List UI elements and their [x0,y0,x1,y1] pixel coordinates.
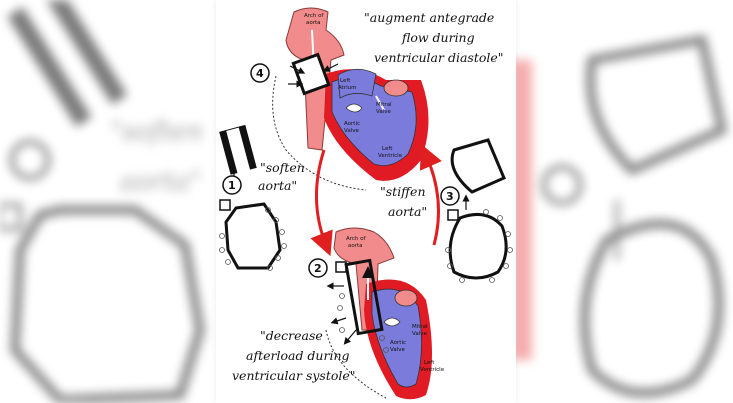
step-2-label-3: ventricular systole" [232,368,356,383]
arch-label-top-1: Arch of [304,13,325,19]
step-3-number: 3 [446,190,454,203]
step-3-circle [440,186,460,206]
mitral-label-bottom-1: Mitral [412,324,428,330]
step-1-label-2: aorta" [258,178,297,193]
stiff-segment-left [219,124,257,175]
arch-label-top-2: aorta [306,20,321,26]
cycle-arrow-left [310,149,333,257]
arch-label-bottom-2: aorta [348,243,363,249]
step-1-label-1: "soften [260,160,305,175]
ventricle-label-bottom-2: Ventricle [420,367,445,373]
stiff-aorta-ring [448,212,508,280]
step-3-label-2: aorta" [388,204,427,219]
stiffened-aorta-segment [450,138,506,194]
aortic-label-bottom-2: Valve [390,347,405,353]
step-4-label-2: flow during [401,30,475,45]
step-1-circle [222,175,242,195]
step-1-number: 1 [228,179,236,192]
ventricle-label-top-1: Left [382,146,393,152]
blurred-background-right [512,0,733,403]
step-4-label-3: ventricular diastole" [374,50,504,65]
aortic-label-top-2: Valve [344,128,359,134]
left-atrium-label-2: Atrium [338,85,356,91]
svg-text:aorta": aorta" [120,167,202,197]
step-2-circle [308,258,328,278]
step-4-number: 4 [256,67,264,80]
step-3-label-1: "stiffen [380,184,426,199]
ventricle-label-top-2: Ventricle [378,153,403,159]
heart-diastole [272,7,429,191]
soft-aorta-charges [219,207,287,271]
step-4-label-1: "augment antegrade [364,10,494,25]
sensor-box-left [219,199,231,211]
arch-label-bottom-1: Arch of [346,236,367,242]
mitral-label-top-2: Valve [376,109,391,115]
step-4-circle [250,63,270,83]
cycle-arrow-right [419,144,442,246]
mitral-label-bottom-2: Valve [412,331,427,337]
step-2-number: 2 [314,262,322,275]
diagram-panel: Arch of aorta Left Atrium Mitral Valve A… [216,0,516,403]
mitral-label-top-1: Mitral [376,102,392,108]
stiff-aorta-charges [445,209,513,283]
aortic-label-top-1: Aortic [344,121,360,127]
step-2-label-2: afterload during [246,348,350,363]
soft-aorta-segment [224,202,282,270]
svg-text:"soften: "soften [110,117,203,147]
sensor-box-right [447,209,459,221]
heart-systole [325,227,432,400]
left-atrium-label-1: Left [340,78,351,84]
step-2-label-1: "decrease [260,328,323,343]
aortic-label-bottom-1: Aortic [390,340,406,346]
ventricle-label-bottom-1: Left [424,360,435,366]
blurred-background-left: "soften aorta" [0,0,222,403]
